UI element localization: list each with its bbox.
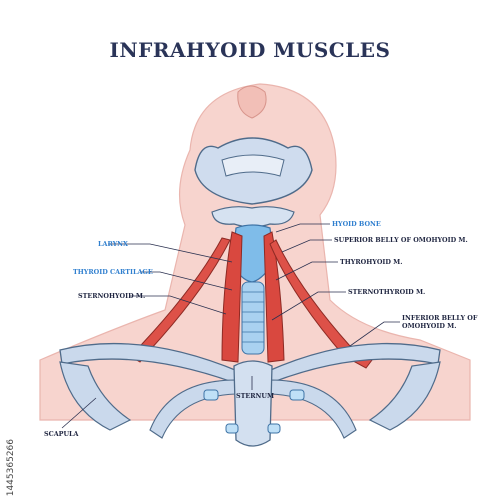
label-inferior-belly-line2: OMOHYOID M. xyxy=(402,322,457,330)
leader-scapula xyxy=(61,397,97,429)
stock-watermark-id: 1445365266 xyxy=(6,438,16,496)
scapula-right xyxy=(368,361,441,431)
label-hyoid-bone: HYOID BONE xyxy=(332,220,381,228)
costal-cartilage-left xyxy=(203,389,219,401)
leader-thyroid-cartilage xyxy=(140,271,233,291)
scapula-left xyxy=(59,361,132,431)
label-inferior-belly-line1: INFERIOR BELLY OF xyxy=(402,314,478,322)
sternohyoid-right xyxy=(263,231,285,363)
costal-cartilage-right xyxy=(289,389,305,401)
leader-thyrohyoid xyxy=(275,261,338,281)
sternohyoid-left xyxy=(221,231,243,363)
leader-sternohyoid xyxy=(130,295,227,315)
label-sternothyroid: STERNOTHYROID M. xyxy=(348,288,426,296)
leader-inferior-belly xyxy=(349,321,400,347)
mandible-teeth xyxy=(221,154,285,177)
trachea xyxy=(241,281,265,355)
label-sternum: STERNUM xyxy=(236,392,275,400)
costal-cartilage-low-right xyxy=(267,423,281,434)
label-scapula: SCAPULA xyxy=(44,430,79,438)
label-larynx: LARYNX xyxy=(98,240,128,248)
label-thyrohyoid: THYROHYOID M. xyxy=(340,258,403,266)
label-thyroid-cartilage: THYROID CARTILAGE xyxy=(73,268,153,276)
leader-superior-belly xyxy=(281,239,332,253)
label-superior-belly: SUPERIOR BELLY OF OMOHYOID M. xyxy=(334,236,468,244)
sternum-bone xyxy=(233,360,273,447)
leader-sternothyroid xyxy=(271,291,346,321)
leader-larynx xyxy=(108,243,233,263)
hyoid-bone xyxy=(211,206,295,228)
diagram-title: INFRAHYOID MUSCLES xyxy=(109,38,391,62)
costal-cartilage-low-left xyxy=(225,423,239,434)
label-sternohyoid: STERNOHYOID M. xyxy=(78,292,146,300)
leader-hyoid-bone xyxy=(275,223,330,233)
nose-shape xyxy=(237,85,267,119)
